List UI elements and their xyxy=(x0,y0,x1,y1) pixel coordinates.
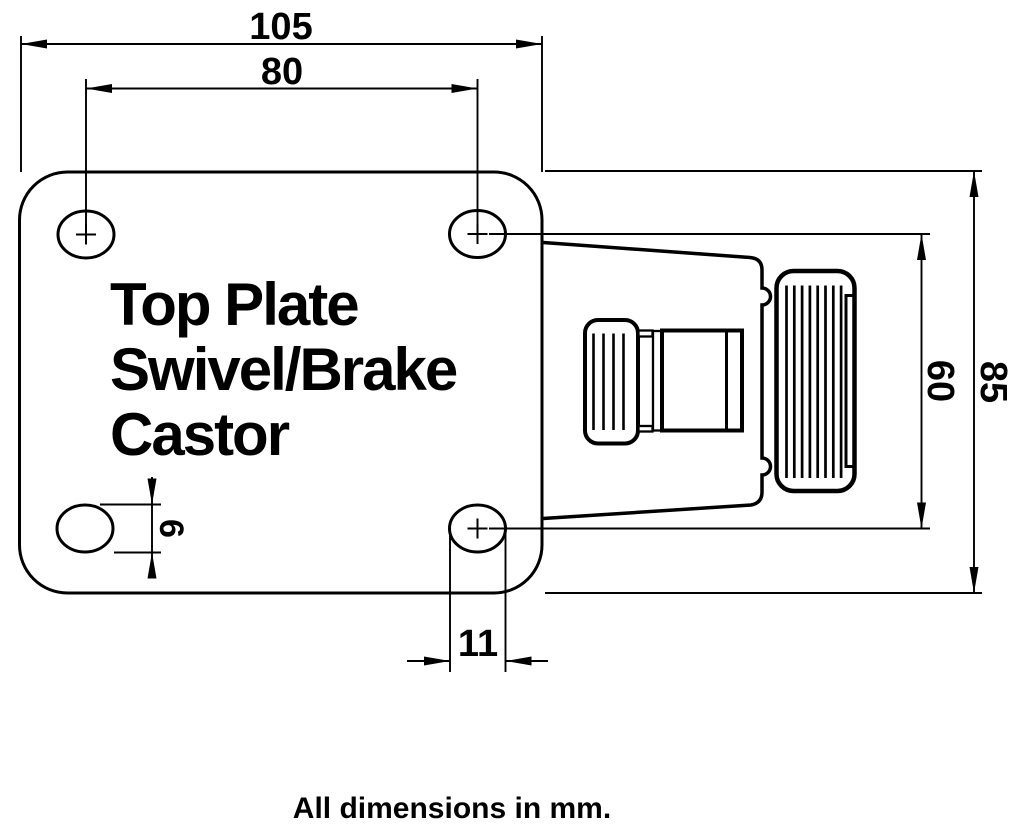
wheel-tread-hatch xyxy=(785,285,843,478)
title-line-2: Swivel/Brake xyxy=(110,336,457,403)
wheel-outline xyxy=(774,268,857,494)
pedal-link-bottom xyxy=(637,424,654,433)
dim-label-plate-height: 85 xyxy=(972,361,1014,403)
dimension-plate-width xyxy=(21,39,542,49)
swivel-housing-outline xyxy=(660,328,744,433)
extension-lines xyxy=(20,36,982,672)
dimension-hole-slot-width xyxy=(407,656,548,666)
brake-pedal-hatch xyxy=(592,333,625,430)
dim-label-slot-height: 6 xyxy=(152,519,190,538)
dimension-hole-spacing-horizontal xyxy=(86,84,478,93)
dim-label-wheel-span-vertical: 60 xyxy=(919,360,961,402)
dimension-slot-height xyxy=(147,477,157,579)
dim-label-hole-slot-width: 11 xyxy=(458,623,498,665)
units-note: All dimensions in mm. xyxy=(293,792,611,825)
dimension-plate-height xyxy=(969,171,979,593)
title-line-1: Top Plate xyxy=(110,271,358,338)
dim-label-hole-spacing-horizontal: 80 xyxy=(261,51,303,93)
title-line-3: Castor xyxy=(110,401,290,468)
hole-center-cross-bottom-center xyxy=(467,518,488,539)
pedal-link-top xyxy=(637,329,654,338)
dimension-wheel-span-vertical xyxy=(917,234,926,529)
mounting-slot-bottom-left xyxy=(55,503,115,554)
swivel-fork-outline xyxy=(542,240,773,521)
drawing-title: Top Plate Swivel/Brake Castor xyxy=(110,271,459,468)
dim-label-plate-width: 105 xyxy=(249,6,312,48)
wheel-tread-edge xyxy=(844,294,854,468)
